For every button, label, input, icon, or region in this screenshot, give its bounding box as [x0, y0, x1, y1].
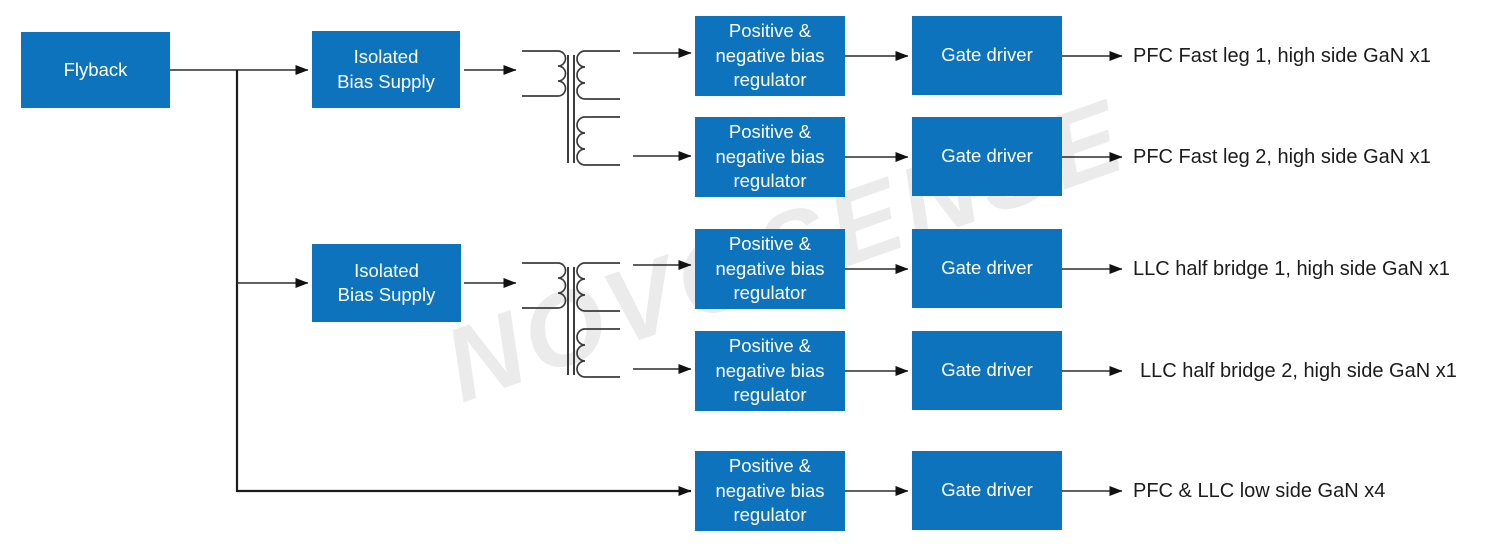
- bias-regulator3-block: Positive & negative bias regulator: [695, 229, 845, 309]
- flyback-block: Flyback: [21, 32, 170, 108]
- transformer1-icon: [522, 50, 620, 166]
- gate-driver4-block: Gate driver: [912, 331, 1062, 410]
- output-label-low-side: PFC & LLC low side GaN x4: [1133, 480, 1386, 502]
- isolated-bias-supply2-block: Isolated Bias Supply: [312, 244, 461, 322]
- output-label-pfc-fast-leg1: PFC Fast leg 1, high side GaN x1: [1133, 45, 1431, 67]
- bias-regulator4-block: Positive & negative bias regulator: [695, 331, 845, 411]
- bias-regulator2-block: Positive & negative bias regulator: [695, 117, 845, 197]
- gate-driver1-block: Gate driver: [912, 16, 1062, 95]
- isolated-bias-supply1-block: Isolated Bias Supply: [312, 31, 460, 108]
- output-label-llc-half-bridge1: LLC half bridge 1, high side GaN x1: [1133, 258, 1450, 280]
- output-label-pfc-fast-leg2: PFC Fast leg 2, high side GaN x1: [1133, 146, 1431, 168]
- transformer2-icon: [522, 262, 620, 378]
- gate-driver5-block: Gate driver: [912, 451, 1062, 530]
- gate-driver2-block: Gate driver: [912, 117, 1062, 196]
- bias-regulator5-block: Positive & negative bias regulator: [695, 451, 845, 531]
- output-label-llc-half-bridge2: LLC half bridge 2, high side GaN x1: [1140, 360, 1457, 382]
- bias-regulator1-block: Positive & negative bias regulator: [695, 16, 845, 96]
- arrow-trunk-to-lowside-regulator: [235, 70, 692, 496]
- gate-driver3-block: Gate driver: [912, 229, 1062, 308]
